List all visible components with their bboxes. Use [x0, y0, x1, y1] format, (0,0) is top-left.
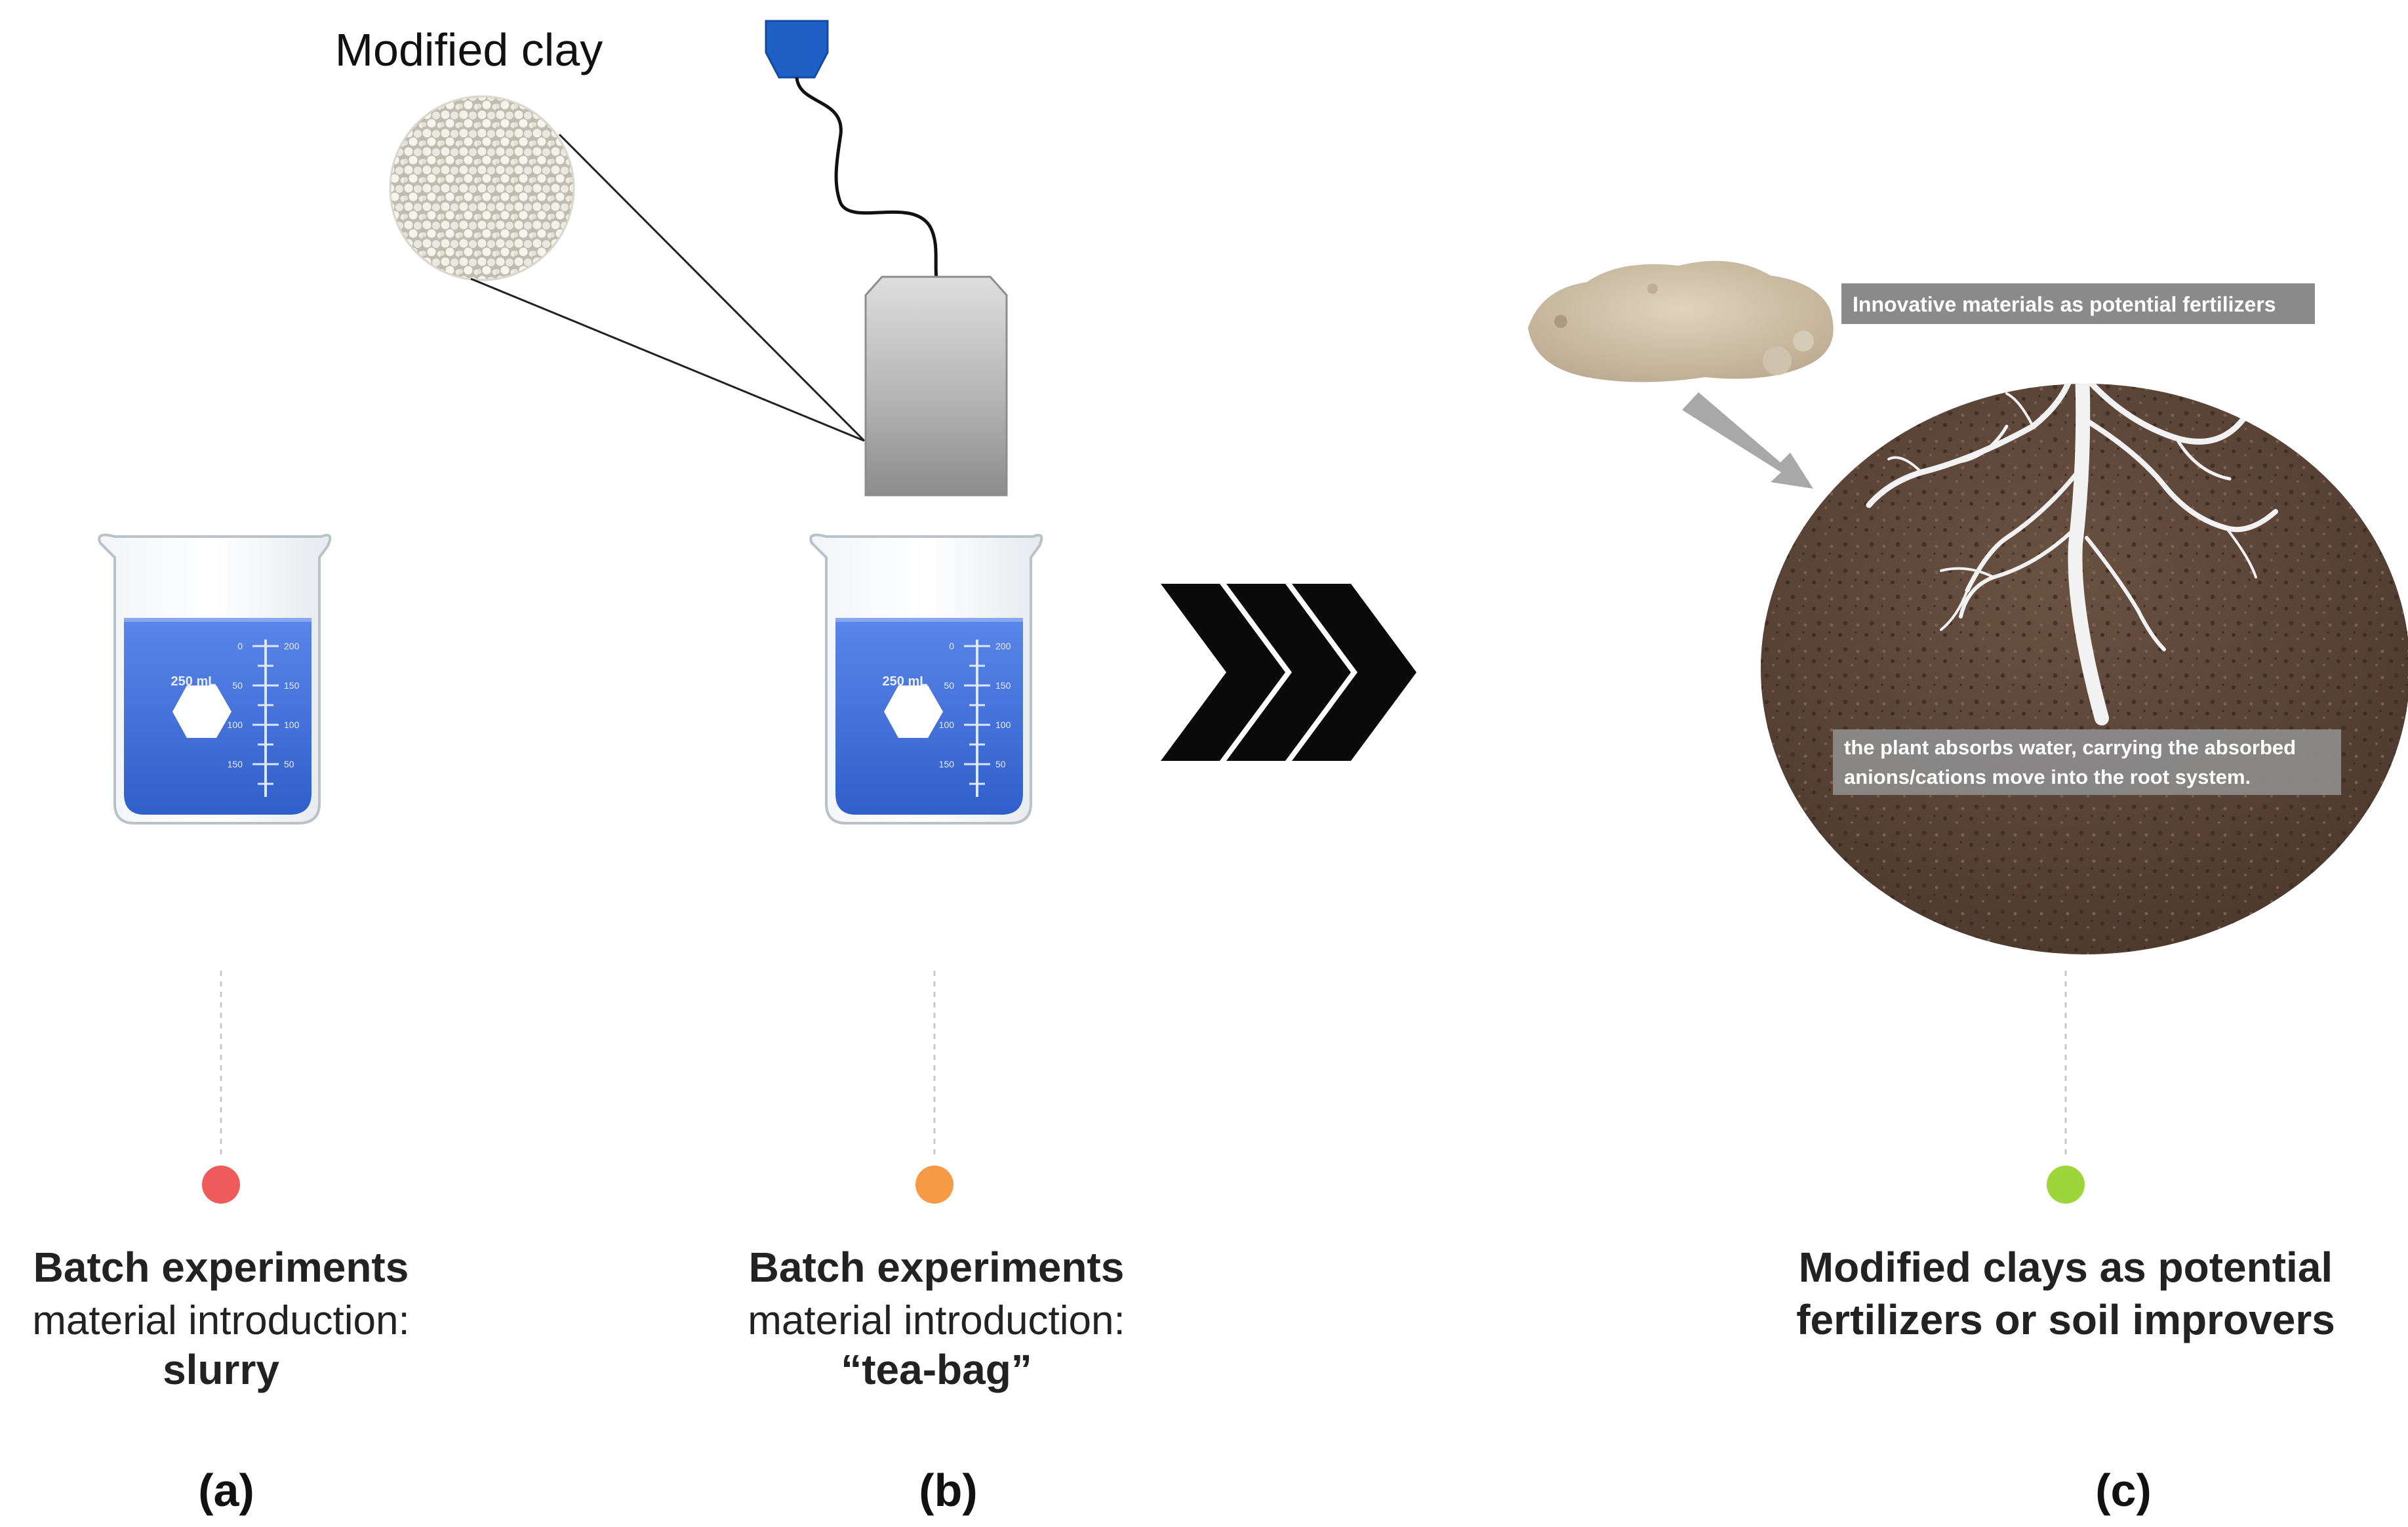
timeline-dot-c: [2047, 1166, 2085, 1204]
caption-b: Batch experiments material introduction:…: [748, 1244, 1125, 1516]
top-banner-text: Innovative materials as potential fertil…: [1853, 293, 2276, 316]
timeline-connectors: [220, 971, 2067, 1154]
scale-tick-label: 50: [995, 759, 1006, 769]
scale-tick-label: 150: [228, 759, 243, 769]
scale-tick-label: 150: [995, 680, 1011, 691]
clay-powder-pile: [1528, 260, 1834, 382]
bottom-banner-line2: anions/cations move into the root system…: [1844, 765, 2251, 788]
scale-tick-label: 100: [228, 720, 243, 730]
scale-tick-label: 0: [237, 641, 243, 651]
scale-tick-label: 200: [284, 641, 300, 651]
scale-tick-label: 50: [284, 759, 294, 769]
progress-chevrons-icon: [1161, 584, 1416, 761]
hexagon-icon: [172, 685, 231, 738]
timeline-dot-b: [915, 1166, 953, 1204]
caption-c-line2: fertilizers or soil improvers: [1796, 1296, 2335, 1343]
scale-tick-label: 50: [944, 680, 954, 691]
sensor-icon: [765, 20, 829, 79]
tea-bag-assembly: [765, 20, 1008, 497]
bottom-banner-line1: the plant absorbs water, carrying the ab…: [1844, 736, 2296, 759]
caption-b-subtitle: material introduction:: [748, 1298, 1125, 1343]
scale-tick-label: 50: [232, 680, 243, 691]
scale-tick-label: 0: [949, 641, 954, 651]
sensor-cable: [795, 77, 938, 279]
timeline-dot-a: [202, 1166, 240, 1204]
tea-bag: [864, 275, 1008, 497]
caption-a: Batch experiments material introduction:…: [32, 1244, 410, 1516]
beaker-slurry: 250 mL 0 50 100 150 200 150 100 50: [98, 533, 332, 825]
caption-b-method: “tea-bag”: [841, 1346, 1032, 1393]
top-banner: Innovative materials as potential fertil…: [1841, 283, 2315, 324]
scale-tick-label: 150: [939, 759, 955, 769]
beaker-tea-bag: 250 mL 0 50 100 150 200 150 100 50: [809, 533, 1043, 825]
panel-letter-a: (a): [198, 1465, 254, 1516]
modified-clay-label: Modified clay: [335, 24, 603, 75]
beaker-volume-label: 250 mL: [883, 674, 928, 689]
hexagon-icon: [884, 685, 943, 738]
zoom-lines: [470, 133, 866, 442]
scale-tick-label: 100: [995, 720, 1011, 730]
caption-c: Modified clays as potential fertilizers …: [1796, 1244, 2335, 1516]
caption-a-method: slurry: [163, 1346, 279, 1393]
scale-tick-label: 100: [939, 720, 955, 730]
scale-tick-label: 200: [995, 641, 1011, 651]
caption-c-line1: Modified clays as potential: [1799, 1244, 2333, 1291]
caption-a-title: Batch experiments: [33, 1244, 409, 1291]
scale-tick-label: 100: [284, 720, 300, 730]
panel-letter-c: (c): [2095, 1465, 2152, 1516]
plant-roots-icon: [1866, 384, 2279, 725]
caption-a-subtitle: material introduction:: [32, 1298, 410, 1343]
beaker-volume-label: 250 mL: [171, 674, 216, 689]
clay-pellets-magnifier: [389, 95, 575, 281]
bottom-banner: the plant absorbs water, carrying the ab…: [1833, 729, 2341, 795]
panel-letter-b: (b): [919, 1465, 977, 1516]
modified-clay-callout: Modified clay: [335, 24, 866, 442]
caption-b-title: Batch experiments: [749, 1244, 1125, 1291]
scale-tick-label: 150: [284, 680, 300, 691]
arrow-icon: [1682, 392, 1813, 489]
